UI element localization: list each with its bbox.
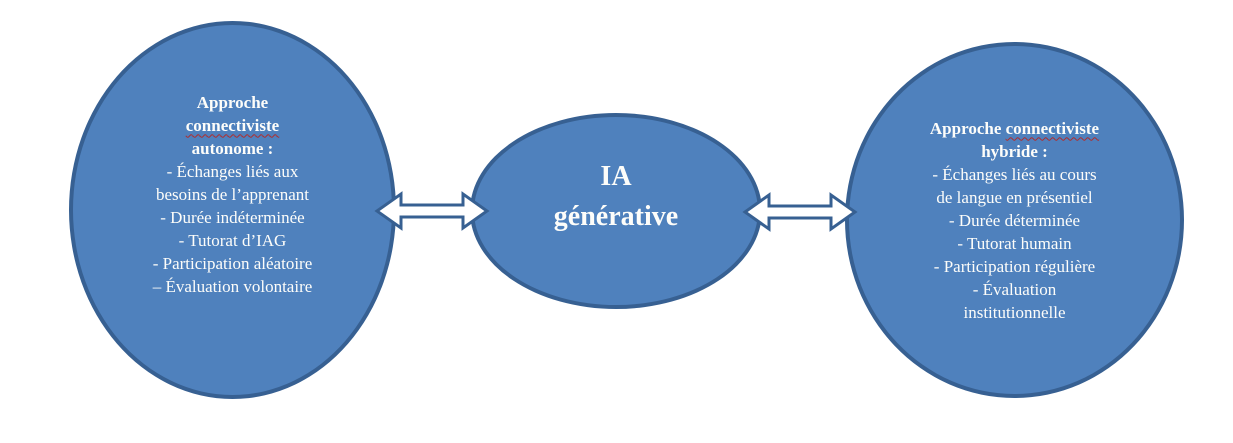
title-line: Approche xyxy=(196,92,269,112)
right-circle-connectivist-hybrid: Approche connectiviste hybride : - Échan… xyxy=(845,42,1184,398)
list-line: besoins de l’apprenant xyxy=(156,184,309,204)
title-line: Approche xyxy=(929,118,1002,138)
center-ellipse-text: IA générative xyxy=(554,157,678,237)
list-line: - Tutorat d’IAG xyxy=(178,230,287,250)
list-line: - Durée indéterminée xyxy=(160,207,305,227)
center-ellipse-generative-ai: IA générative xyxy=(470,113,762,309)
list-line: - Participation aléatoire xyxy=(152,253,313,273)
list-line: - Tutorat humain xyxy=(957,233,1072,253)
title-line-spellchecked: connectiviste xyxy=(185,115,280,135)
center-line: générative xyxy=(553,201,679,232)
list-line: institutionnelle xyxy=(963,302,1066,322)
right-circle-text: Approche connectiviste hybride : - Échan… xyxy=(930,117,1099,324)
center-line: IA xyxy=(600,161,632,192)
title-line-spellchecked: connectiviste xyxy=(1005,118,1100,138)
left-circle-list: - Échanges liés aux besoins de l’apprena… xyxy=(153,160,313,298)
list-line: - Échanges liés aux xyxy=(166,161,299,181)
left-circle-title: Approche connectiviste autonome : xyxy=(153,91,313,160)
double-arrow-icon-right xyxy=(742,192,858,232)
title-line: hybride : xyxy=(981,141,1048,161)
left-circle-connectivist-autonomous: Approche connectiviste autonome : - Écha… xyxy=(69,21,396,399)
list-line: - Échanges liés au cours xyxy=(932,164,1097,184)
list-line: – Évaluation volontaire xyxy=(152,276,313,296)
list-line: - Évaluation xyxy=(972,279,1057,299)
title-line: autonome : xyxy=(191,138,274,158)
double-arrow-icon-left xyxy=(374,191,490,231)
list-line: - Durée déterminée xyxy=(948,210,1081,230)
list-line: de langue en présentiel xyxy=(936,187,1093,207)
left-circle-text: Approche connectiviste autonome : - Écha… xyxy=(153,91,313,298)
right-circle-title: Approche connectiviste hybride : xyxy=(930,117,1099,163)
right-circle-list: - Échanges liés au cours de langue en pr… xyxy=(930,163,1099,324)
list-line: - Participation régulière xyxy=(933,256,1096,276)
